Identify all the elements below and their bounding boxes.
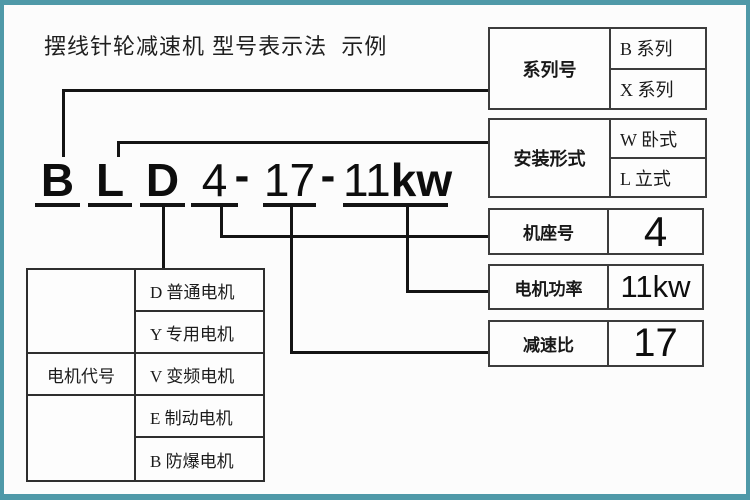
page-title: 摆线针轮减速机 型号表示法 示例 [44,34,388,59]
model-power: 11kw [343,154,452,207]
connector-frame-horizontal [220,235,488,238]
connector-mount-horizontal [117,141,488,144]
legend-mount-values: W 卧式 L 立式 [611,120,705,196]
model-ratio-number: 17 [263,155,316,207]
motor-code-table: 电机代号 D 普通电机 Y 专用电机 V 变频电机 E 制动电机 B 防爆电机 [26,268,265,482]
legend-series-option-b: B 系列 [620,39,673,60]
legend-mount-option-w: W 卧式 [620,129,678,150]
connector-ratio-vertical [290,207,293,354]
connector-series-vertical [62,89,65,157]
legend-series-box: 系列号 B 系列 X 系列 [488,27,707,110]
motor-table-option-v: V 变频电机 [136,354,263,396]
legend-power-value: 11kw [620,269,691,304]
legend-series-option-x: X 系列 [611,67,705,109]
legend-ratio-value: 17 [633,321,678,365]
model-frame-number: 4 [191,155,238,207]
legend-frame-value: 4 [643,207,668,255]
model-series-letter: B [35,155,80,207]
connector-series-horizontal [62,89,488,92]
motor-table-option-b: B 防爆电机 [150,451,234,471]
motor-table-option-e: E 制动电机 [136,396,263,438]
model-mount-text: L [95,154,125,206]
legend-mount-label: 安装形式 [490,120,611,196]
model-frame-text: 4 [201,154,228,206]
connector-ratio-horizontal [290,351,488,354]
motor-table-option-y: Y 专用电机 [136,312,263,354]
legend-power-label: 电机功率 [490,266,609,308]
motor-table-label: 电机代号 [28,354,136,396]
model-series-text: B [40,154,75,206]
connector-frame-vertical [220,207,223,238]
motor-table-empty-bottom [28,396,136,480]
connector-power-vertical [406,207,409,293]
model-mount-letter: L [88,155,132,207]
model-power-unit: kw [390,154,453,206]
legend-series-label: 系列号 [490,29,611,108]
motor-table-option-d: D 普通电机 [136,270,263,312]
motor-table-empty-top [28,270,136,354]
legend-frame-box: 机座号 4 [488,208,704,255]
connector-motor-vertical [162,207,165,268]
model-power-number: 11 [343,154,391,206]
legend-mount-box: 安装形式 W 卧式 L 立式 [488,118,707,198]
legend-mount-option-l: L 立式 [611,157,705,196]
model-dash-1: - [234,151,250,200]
legend-ratio-box: 减速比 17 [488,320,704,367]
connector-power-horizontal [406,290,488,293]
legend-ratio-label: 减速比 [490,322,609,365]
model-motor-letter: D [140,155,185,207]
model-ratio-text: 17 [263,154,316,206]
model-dash-2: - [320,151,336,200]
legend-power-box: 电机功率 11kw [488,264,704,310]
connector-mount-vertical [117,141,120,157]
legend-frame-label: 机座号 [490,210,609,253]
model-motor-text: D [145,154,180,206]
legend-series-values: B 系列 X 系列 [611,29,705,108]
